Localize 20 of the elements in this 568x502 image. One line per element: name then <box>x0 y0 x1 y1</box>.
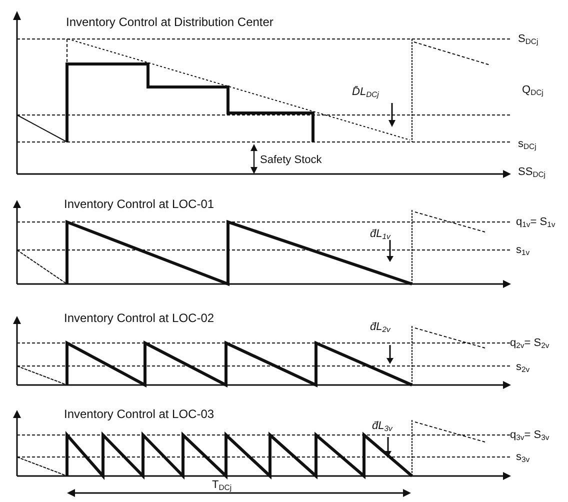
level-label: q$_{1v}$= S$_{1v}$ <box>516 216 556 230</box>
chart-title: Inventory Control at LOC-03 <box>64 408 214 422</box>
level-label: s$_{DCj}$ <box>518 138 536 152</box>
level-label: S$_{DCj}$ <box>518 33 538 46</box>
period-label: T$_{DCj}$ <box>212 479 232 492</box>
demand-label: d̄L$_{3v}$ <box>372 420 392 434</box>
demand-label: d̄L$_{1v}$ <box>370 228 390 242</box>
level-label: SS$_{DCj}$ <box>518 166 546 180</box>
chart-title: Inventory Control at Distribution Center <box>66 16 274 30</box>
annotation: Safety Stock <box>260 154 322 166</box>
demand-label: d̄L$_{2v}$ <box>370 321 390 334</box>
level-label: s$_{2v}$ <box>516 361 530 374</box>
demand-label: D̄L$_{DCj}$ <box>352 86 379 100</box>
level-label: Q$_{DCj}$ <box>522 84 544 98</box>
level-label: s$_{3v}$ <box>516 451 530 464</box>
level-label: q$_{2v}$= S$_{2v}$ <box>510 337 550 350</box>
chart-title: Inventory Control at LOC-01 <box>64 198 214 212</box>
level-label: q$_{3v}$= S$_{3v}$ <box>510 429 550 442</box>
chart-title: Inventory Control at LOC-02 <box>64 312 214 326</box>
level-label: s$_{1v}$ <box>516 244 530 258</box>
